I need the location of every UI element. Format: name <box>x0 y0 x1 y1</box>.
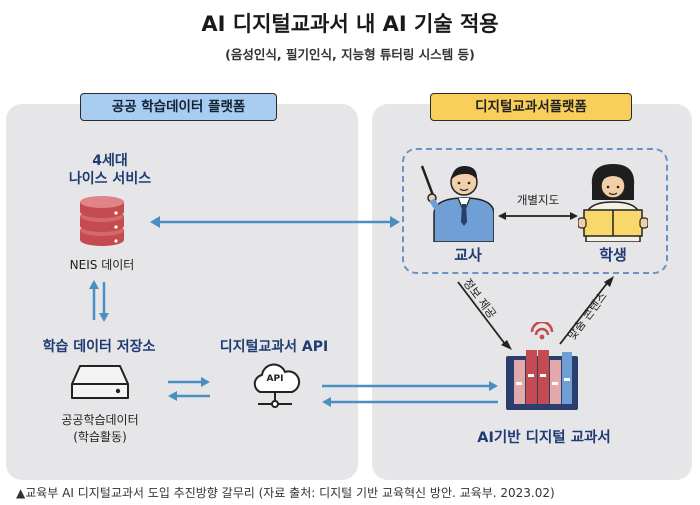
neis-data-label: NEIS 데이터 <box>69 258 135 272</box>
info-provide-arrow-icon <box>457 281 512 350</box>
public-learning-data-platform-panel <box>6 104 358 480</box>
database-icon <box>80 196 124 246</box>
page-title: AI 디지털교과서 내 AI 기술 적용 <box>201 12 499 36</box>
digital-textbook-platform-panel <box>372 104 692 480</box>
student-icon <box>578 164 648 242</box>
individual-guidance-label: 개별지도 <box>516 193 560 207</box>
api-cloud-icon <box>253 363 301 408</box>
api-title: 디지털교과서 API <box>219 339 329 355</box>
ai-textbook-icon <box>506 322 578 410</box>
storage-api-arrows-icon <box>168 377 210 401</box>
neis-storage-arrow-icon <box>89 280 109 322</box>
guidance-arrow-icon <box>498 212 578 220</box>
api-textbook-arrows-icon <box>322 381 498 407</box>
classroom-dashed-box <box>402 148 668 274</box>
page-subtitle: (음성인식, 필기인식, 지능형 튜터링 시스템 등) <box>225 47 475 62</box>
public-learning-data-label: 공공학습데이터 (학습활동) <box>61 413 139 444</box>
neis-service-title: 4세대 나이스 서비스 <box>68 153 152 187</box>
source-caption: ▲교육부 AI 디지털교과서 도입 추진방향 갈무리 (자료 출처: 디지털 기… <box>16 486 555 500</box>
ai-textbook-label: AI기반 디지털 교과서 <box>477 430 611 446</box>
student-label: 학생 <box>599 246 627 264</box>
public-platform-tag: 공공 학습데이터 플랫폼 <box>80 93 277 121</box>
custom-content-arrow-icon <box>559 276 614 345</box>
teacher-label: 교사 <box>454 246 482 264</box>
textbook-platform-tag: 디지털교과서플랫폼 <box>430 93 632 121</box>
neis-classroom-arrow-icon <box>150 216 400 228</box>
storage-title: 학습 데이터 저장소 <box>42 339 156 355</box>
teacher-icon <box>420 165 494 242</box>
api-badge-label: API <box>266 374 284 384</box>
storage-drive-icon <box>71 365 129 399</box>
